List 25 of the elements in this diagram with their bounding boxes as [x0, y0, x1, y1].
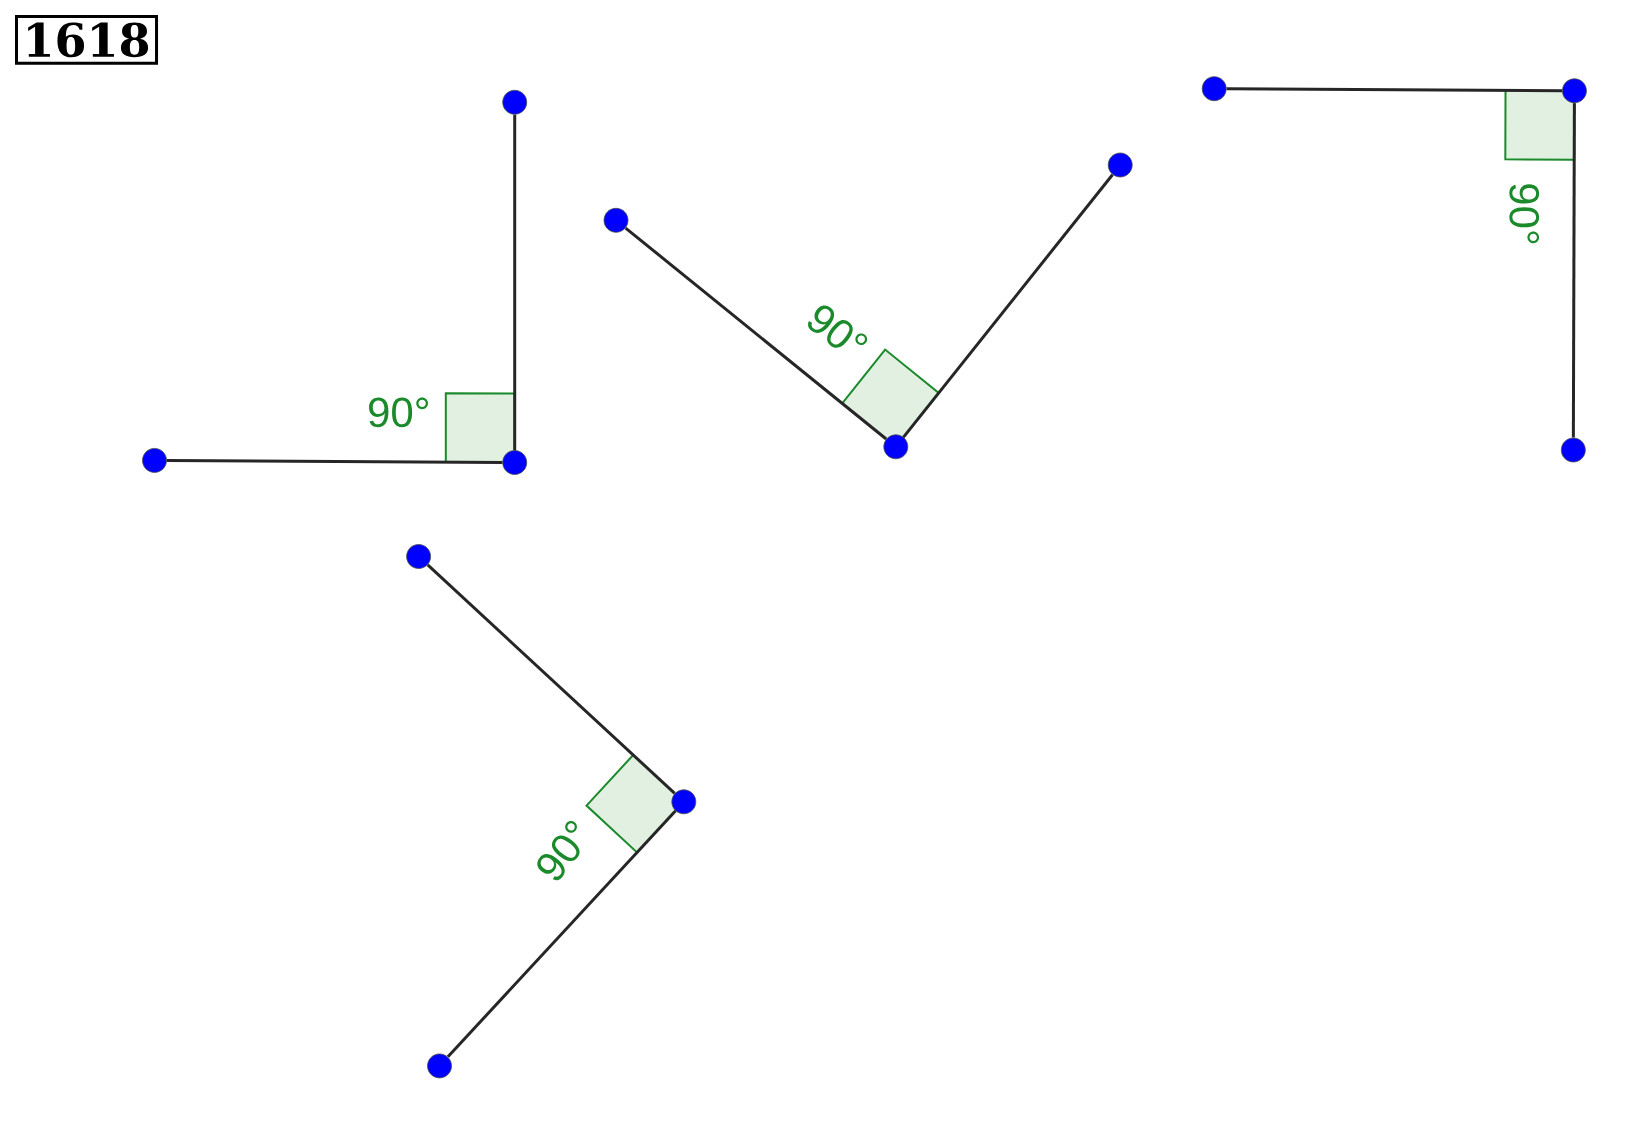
segment [624, 226, 888, 441]
point [671, 789, 697, 815]
segment [166, 458, 503, 464]
point [502, 89, 528, 115]
point [1562, 78, 1587, 104]
point [1107, 152, 1133, 178]
segment [426, 563, 676, 795]
point [883, 434, 909, 460]
point [1560, 437, 1586, 463]
angle-label: 90° [369, 397, 429, 428]
problem-number: 1618 [15, 15, 159, 65]
angle-label: 90° [1509, 184, 1540, 244]
segment [1571, 103, 1576, 438]
point [427, 1053, 452, 1079]
point [1201, 76, 1227, 102]
angle-label: 90° [537, 821, 580, 881]
segment [446, 809, 677, 1058]
segment [513, 114, 517, 451]
point [142, 448, 167, 473]
point [603, 207, 629, 233]
segment [902, 173, 1114, 439]
point [502, 450, 528, 475]
point [406, 544, 431, 569]
segment [1226, 87, 1563, 93]
angle-label: 90° [808, 305, 868, 348]
